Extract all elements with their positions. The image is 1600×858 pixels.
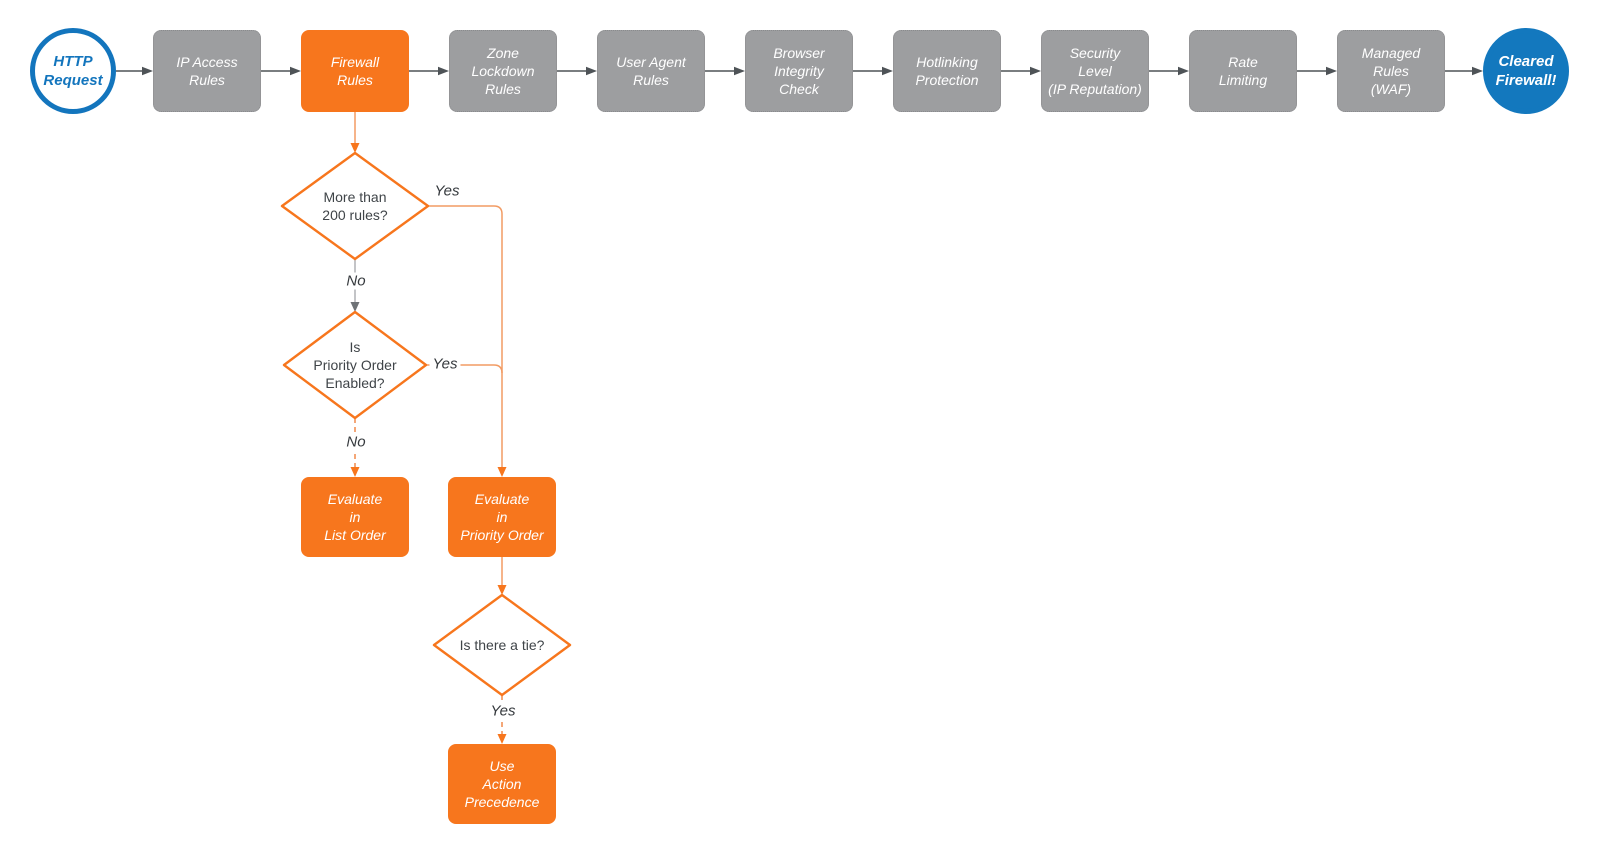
edge-label-d2-no: No xyxy=(343,433,369,451)
node-managed-rules-waf: Managed Rules (WAF) xyxy=(1337,30,1445,112)
arrowhead-icon xyxy=(1030,66,1041,76)
arrowhead-icon xyxy=(350,143,360,153)
arrowhead-icon xyxy=(1472,66,1483,76)
decision-more-than-200-label: More than 200 rules? xyxy=(322,189,388,223)
edge-d1-yes xyxy=(428,205,503,467)
decision-is-there-a-tie-shape xyxy=(432,593,572,697)
arrowhead-icon xyxy=(497,585,507,595)
node-firewall-rules: Firewall Rules xyxy=(301,30,409,112)
arrowhead-icon xyxy=(882,66,893,76)
decision-is-there-a-tie-label: Is there a tie? xyxy=(459,637,545,653)
decision-priority-enabled-label: Is Priority Order Enabled? xyxy=(313,339,397,391)
arrowhead-icon xyxy=(290,66,301,76)
arrowhead-icon xyxy=(586,66,597,76)
node-evaluate-in-list-order: Evaluate in List Order xyxy=(301,477,409,557)
node-hotlinking-protection: Hotlinking Protection xyxy=(893,30,1001,112)
arrowhead-icon xyxy=(350,302,360,312)
arrowhead-icon xyxy=(734,66,745,76)
decision-priority-enabled-shape xyxy=(282,310,428,420)
node-rate-limiting: Rate Limiting xyxy=(1189,30,1297,112)
decision-more-than-200-shape xyxy=(280,151,430,261)
node-zone-lockdown-rules: Zone Lockdown Rules xyxy=(449,30,557,112)
edge-label-d1-yes: Yes xyxy=(431,182,463,200)
arrowhead-icon xyxy=(1178,66,1189,76)
node-security-level: Security Level (IP Reputation) xyxy=(1041,30,1149,112)
node-browser-integrity-check: Browser Integrity Check xyxy=(745,30,853,112)
arrowhead-icon xyxy=(497,467,507,477)
arrowhead-icon xyxy=(438,66,449,76)
arrowhead-icon xyxy=(350,467,360,477)
node-user-agent-rules: User Agent Rules xyxy=(597,30,705,112)
edge-label-d2-yes: Yes xyxy=(429,355,461,373)
node-http-request: HTTP Request xyxy=(30,28,116,114)
edge-label-d1-no: No xyxy=(343,272,369,290)
edge-d2-yes xyxy=(426,364,503,374)
arrowhead-icon xyxy=(1326,66,1337,76)
arrowhead-icon xyxy=(142,66,153,76)
node-use-action-precedence: Use Action Precedence xyxy=(448,744,556,824)
node-ip-access-rules: IP Access Rules xyxy=(153,30,261,112)
arrowhead-icon xyxy=(497,734,507,744)
edge-label-d3-yes: Yes xyxy=(487,702,519,720)
node-evaluate-in-priority-order: Evaluate in Priority Order xyxy=(448,477,556,557)
node-cleared-firewall: Cleared Firewall! xyxy=(1483,28,1569,114)
